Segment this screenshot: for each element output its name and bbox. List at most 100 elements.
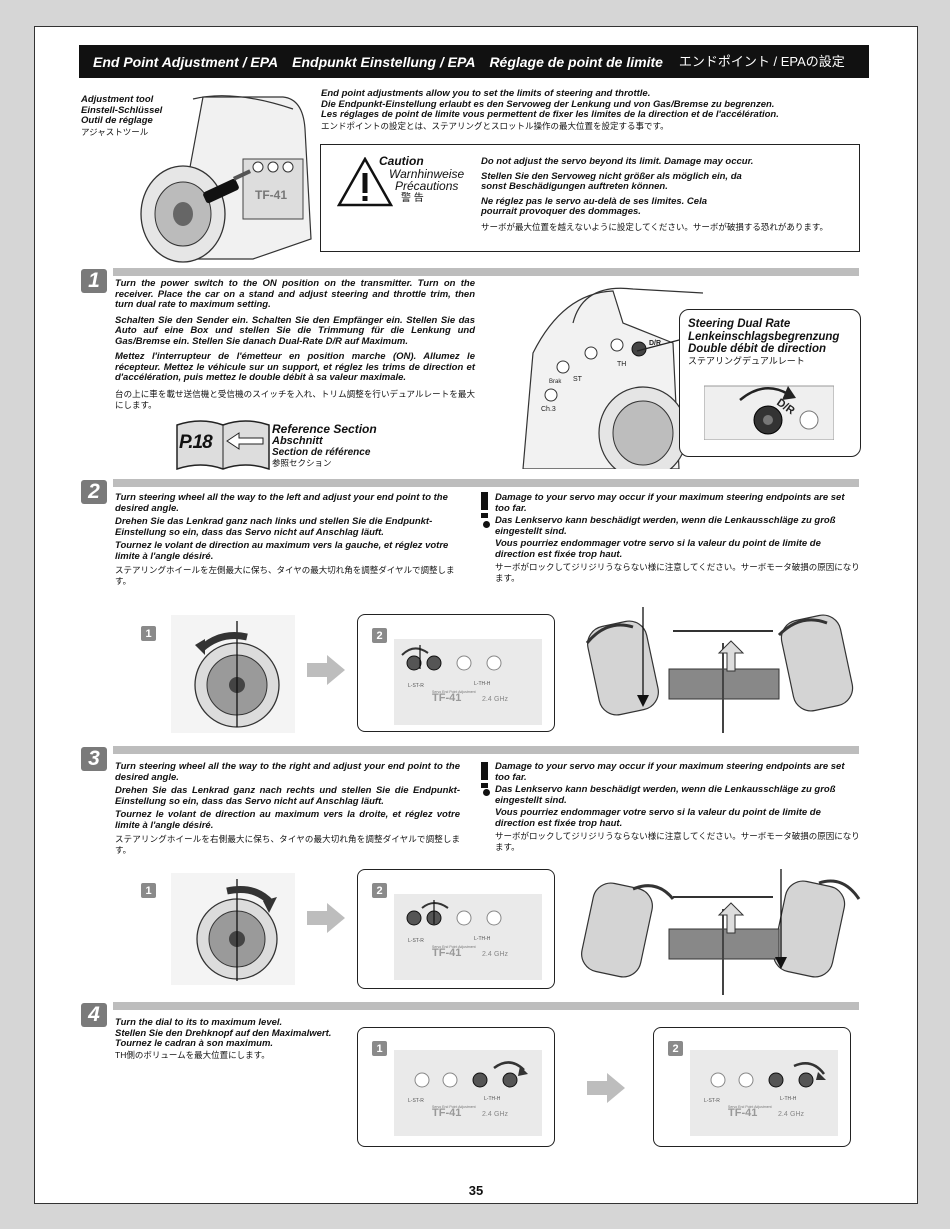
panel4b-model: TF-41 [728, 1107, 757, 1119]
tool-label: Adjustment tool Einstell-Schlüssel Outil… [81, 94, 191, 138]
panel-model: TF-41 [432, 692, 461, 704]
caution-en: Caution [379, 154, 424, 168]
dr-de: Lenkeinschlagsbegrenzung [688, 330, 840, 343]
caution-text-en: Do not adjust the servo beyond its limit… [481, 156, 754, 167]
step-4-en: Turn the dial to its to maximum level. [115, 1017, 283, 1028]
step-2-de: Drehen Sie das Lenkrad ganz nach links u… [115, 516, 433, 538]
warning-mark-2 [481, 492, 489, 518]
panel-st: L-ST-R [408, 683, 424, 689]
caution-box: Caution Warnhinweise Précautions 警 告 Do … [320, 144, 860, 252]
manual-page: End Point Adjustment / EPA Endpunkt Eins… [34, 26, 918, 1204]
step-1-de: Schalten Sie den Sender ein. Schalten Si… [115, 314, 475, 347]
intro-jp: エンドポイントの設定とは、ステアリングとスロットル操作の最大位置を設定する事です… [321, 120, 669, 131]
trim-panel-illustration-4b: TF-41 L-ST-R L-TH-H Servo End Point Adju… [690, 1050, 838, 1136]
ref-de: Abschnitt [272, 435, 323, 447]
step-4-panel-box-2: 2 TF-41 L-ST-R L-TH-H Servo End Point Ad… [653, 1027, 851, 1147]
step-1-jp: 台の上に車を載せ送信機と受信機のスイッチを入れ、トリム調整を行いデュアルレートを… [115, 388, 475, 410]
step-4-jp: TH側のボリュームを最大位置にします。 [115, 1049, 270, 1060]
panel-band: 2.4 [482, 696, 492, 703]
panel-ghz: GHz [494, 696, 509, 703]
panel4a-ghz: GHz [494, 1111, 509, 1118]
step-3-sub-2: 2 [372, 883, 387, 898]
tool-label-fr: Outil de réglage [81, 115, 153, 126]
step-4-bar [113, 1002, 859, 1010]
transmitter-tool-illustration: TF-41 [140, 95, 312, 263]
ref-jp: 参照セクション [272, 458, 332, 468]
panel3-sub: Servo End Point Adjustment [432, 945, 476, 949]
panel-sub: Servo End Point Adjustment [432, 690, 476, 694]
warning-mark-3 [481, 762, 489, 788]
panel4a-band: 2.4 [482, 1111, 492, 1118]
step-4-text: Turn the dial to its to maximum level. S… [115, 1017, 365, 1061]
step-3-en: Turn steering wheel all the way to the r… [115, 761, 460, 783]
warn3-de: Das Lenkservo kann beschädigt werden, we… [495, 784, 836, 806]
warn3-fr: Vous pourriez endommager votre servo si … [495, 807, 821, 829]
title-fr: Réglage de point de limite [489, 53, 663, 70]
caution-text-de: Stellen Sie den Servoweg nicht größer al… [481, 170, 742, 192]
step-2-text: Turn steering wheel all the way to the l… [115, 492, 460, 587]
page-number: 35 [468, 1183, 484, 1198]
panel4a-st: L-ST-R [408, 1098, 424, 1104]
ref-fr: Section de référence [272, 447, 371, 458]
tx-label-st: ST [573, 376, 583, 383]
step-1-number: 1 [81, 269, 107, 293]
step-2-wheel-left-illustration [171, 615, 295, 733]
step-2-sub-1: 1 [141, 626, 156, 641]
step-2-en: Turn steering wheel all the way to the l… [115, 492, 448, 514]
intro-en: End point adjustments allow you to set t… [321, 88, 651, 99]
caution-text-fr: Ne réglez pas le servo au-delà de ses li… [481, 195, 707, 217]
title-bar: End Point Adjustment / EPA Endpunkt Eins… [79, 45, 869, 78]
step-3-fr: Tournez le volant de direction au maximu… [115, 809, 460, 831]
step-2-jp: ステアリングホイールを左側最大に保ち、タイヤの最大切れ角を調整ダイヤルで調整しま… [115, 565, 455, 586]
title-en: End Point Adjustment / EPA [93, 53, 279, 70]
caution-de: Warnhinweise [389, 166, 465, 181]
step-3-arrow [307, 903, 345, 933]
panel4b-ghz: GHz [790, 1111, 805, 1118]
dr-jp: ステアリングデュアルレート [688, 355, 805, 366]
dual-rate-labels: Steering Dual Rate Lenkeinschlagsbegrenz… [688, 318, 858, 367]
steering-left-illustration [585, 607, 854, 733]
warn3-jp: サーボがロックしてジリジリうならない様に注意してください。サーボモータ破損の原因… [495, 831, 860, 852]
step-3-panel-box: 2 TF-41 L-ST-R L-TH-H Servo End Point Ad… [357, 869, 555, 989]
caution-heading: Caution Warnhinweise Précautions 警 告 [379, 155, 479, 205]
intro-de: Die Endpunkt-Einstellung erlaubt es den … [321, 98, 775, 110]
title-de: Endpunkt Einstellung / EPA [292, 53, 476, 70]
warn2-de: Das Lenkservo kann beschädigt werden, we… [495, 515, 836, 537]
ref-en: Reference Section [272, 422, 377, 436]
panel4b-band: 2.4 [778, 1111, 788, 1118]
tool-label-de: Einstell-Schlüssel [81, 104, 163, 116]
intro-fr: Les réglages de point de limite vous per… [321, 109, 779, 120]
warning-triangle-icon [337, 157, 393, 207]
tx-label-dr: D/R [649, 340, 661, 347]
step-3-text: Turn steering wheel all the way to the r… [115, 761, 460, 856]
trim-panel-illustration-4a: TF-41 L-ST-R L-TH-H Servo End Point Adju… [394, 1050, 542, 1136]
panel4a-model: TF-41 [432, 1107, 461, 1119]
dual-rate-knob-illustration: D/R [704, 385, 834, 440]
step-2-fr: Tournez le volant de direction au maximu… [115, 540, 449, 562]
panel3-th: L-TH-H [474, 936, 491, 942]
bullet-3 [483, 789, 490, 796]
transmitter-side-illustration: TH ST Ch.3 Brak D/R [522, 287, 703, 469]
trim-panel-illustration-3: TF-41 L-ST-R L-TH-H Servo End Point Adju… [394, 894, 542, 980]
panel4b-st: L-ST-R [704, 1098, 720, 1104]
step-2-sub-2: 2 [372, 628, 387, 643]
step-4-de: Stellen Sie den Drehknopf auf den Maxima… [115, 1027, 332, 1039]
svg-text:TF-41: TF-41 [255, 188, 287, 202]
step-3-number: 3 [81, 747, 107, 771]
reference-page: P.18 [179, 432, 213, 453]
reference-labels: Reference Section Abschnitt Section de r… [272, 423, 392, 469]
tool-label-jp: アジャストツール [81, 126, 149, 137]
panel4a-sub: Servo End Point Adjustment [432, 1105, 476, 1109]
step-3-bar [113, 746, 859, 754]
step-1-fr: Mettez l'interrupteur de l'émetteur en p… [115, 351, 475, 383]
step-4-sub-1: 1 [372, 1041, 387, 1056]
step-4-sub-2: 2 [668, 1041, 683, 1056]
panel4b-sub: Servo End Point Adjustment [728, 1105, 772, 1109]
panel3-ghz: GHz [494, 951, 509, 958]
warn2-fr: Vous pourriez endommager votre servo si … [495, 538, 821, 560]
tool-label-en: Adjustment tool [81, 94, 154, 105]
caution-fr: Précautions [395, 179, 459, 193]
caution-text: Do not adjust the servo beyond its limit… [481, 156, 851, 233]
step-2-number: 2 [81, 480, 107, 504]
step-3-warning: Damage to your servo may occur if your m… [495, 761, 861, 854]
